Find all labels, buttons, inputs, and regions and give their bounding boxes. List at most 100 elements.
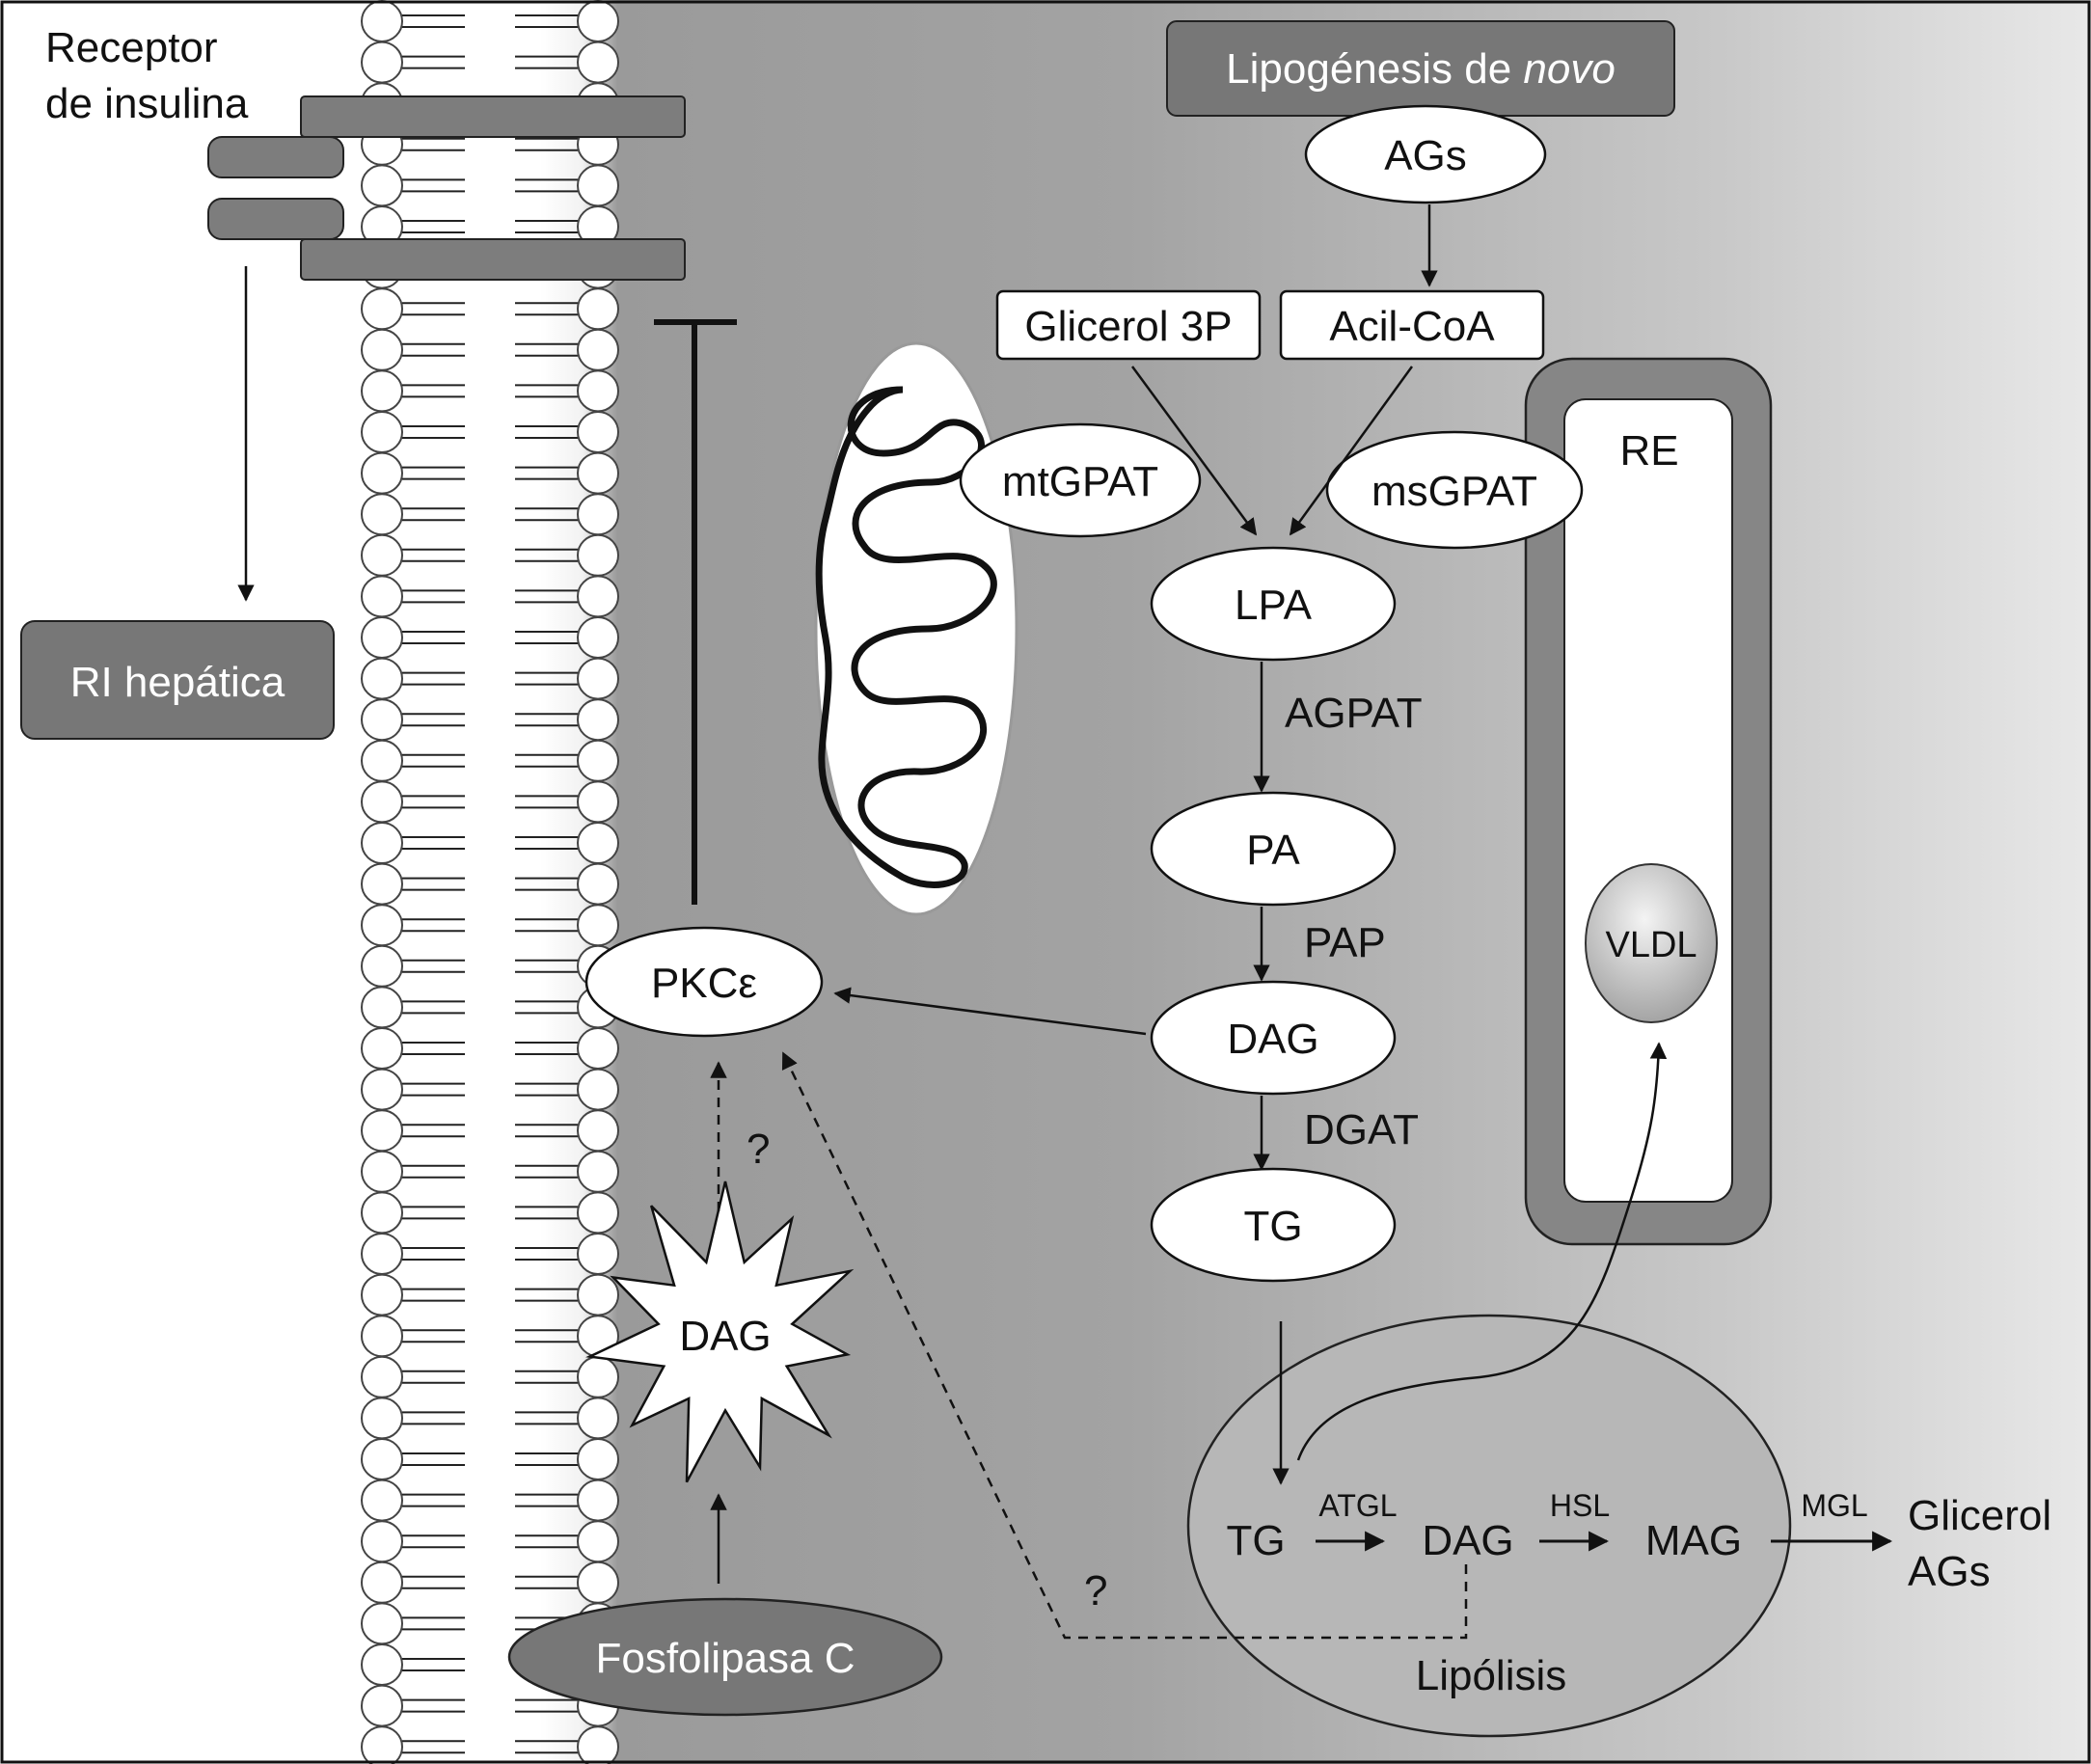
lipid-head	[361, 1520, 403, 1563]
lipid-head	[577, 1273, 619, 1316]
lipid-head	[361, 944, 403, 988]
lipolysis-label: Lipólisis	[1416, 1652, 1567, 1699]
pa-label: PA	[1246, 827, 1300, 874]
lipid-head	[361, 1273, 403, 1316]
lipid-head	[577, 1109, 619, 1153]
lipid-head	[577, 369, 619, 413]
pa-node	[1150, 791, 1397, 907]
question-mark-1: ?	[747, 1126, 770, 1173]
pap-label: PAP	[1304, 919, 1386, 966]
lipid-head	[577, 739, 619, 782]
lipid-head	[361, 822, 403, 864]
vldl-label: VLDL	[1605, 925, 1697, 965]
insulin-receptor	[207, 95, 686, 281]
lipid-head	[361, 1355, 403, 1398]
lipid-head	[361, 1191, 403, 1235]
lipid-head	[577, 1725, 619, 1764]
lipid-head	[361, 739, 403, 782]
lipid-head	[361, 1643, 403, 1686]
tg-main-label: TG	[1243, 1203, 1302, 1250]
lipid-head	[577, 411, 619, 453]
lipid-head	[361, 1560, 403, 1604]
re-label: RE	[1619, 427, 1678, 475]
lipid-head	[577, 575, 619, 618]
lipid-head	[361, 1315, 403, 1358]
lipid-head	[577, 533, 619, 577]
lipid-head	[577, 862, 619, 906]
dag-star-burst	[585, 1181, 855, 1483]
lipid-head	[577, 41, 619, 84]
lipolysis-dag-label: DAG	[1422, 1517, 1513, 1564]
lipid-head	[361, 451, 403, 495]
vldl-node	[1585, 863, 1718, 1023]
lipid-head	[361, 616, 403, 659]
lipid-head	[577, 1479, 619, 1522]
lipid-head	[361, 1684, 403, 1727]
ri-hepatica-label: RI hepática	[70, 659, 285, 706]
acilcoa-box	[1279, 289, 1545, 361]
glicerol-out-label: Glicerol	[1908, 1492, 2051, 1539]
lipolysis-dag-to-pkce-dashed-arrow	[781, 1051, 1468, 1640]
lipid-head	[361, 41, 403, 84]
lipid-head	[361, 0, 403, 42]
mtgpat-label: mtGPAT	[1002, 458, 1158, 505]
lipid-head	[361, 1068, 403, 1111]
receptor-label-line1: Receptor	[45, 24, 218, 71]
lipogenesis-prefix: Lipogénesis de	[1226, 45, 1523, 93]
mitochondrion	[814, 341, 1018, 916]
lipid-head	[577, 1068, 619, 1111]
lipid-head	[577, 1191, 619, 1235]
lipid-head	[577, 164, 619, 207]
lipid-head	[361, 1602, 403, 1645]
glicerol3p-label: Glicerol 3P	[1024, 303, 1232, 350]
lipid-head	[577, 0, 619, 42]
atgl-label: ATGL	[1318, 1488, 1397, 1523]
dag-main-node	[1150, 980, 1397, 1096]
lipid-head	[361, 287, 403, 331]
lipid-head	[361, 780, 403, 824]
ri-hepatica-box	[20, 620, 335, 740]
lipid-head	[361, 1397, 403, 1440]
msgpat-label: msGPAT	[1371, 468, 1537, 515]
lipid-head	[577, 780, 619, 824]
lipid-head	[577, 1397, 619, 1440]
lipolysis-mag-label: MAG	[1645, 1517, 1742, 1564]
lipolysis-to-vldl-arrow	[1296, 1042, 1668, 1461]
lipid-head	[577, 328, 619, 371]
lipid-head	[577, 657, 619, 700]
lipid-head	[577, 1560, 619, 1604]
ags-top-node	[1304, 104, 1547, 204]
dgat-label: DGAT	[1304, 1106, 1419, 1153]
lipid-head	[361, 1150, 403, 1193]
lipid-head	[577, 1438, 619, 1480]
lipid-head	[361, 411, 403, 453]
lipid-head	[361, 1438, 403, 1480]
question-mark-2: ?	[1084, 1567, 1107, 1615]
fosfolipasa-node	[507, 1597, 943, 1717]
lipolysis-tg-label: TG	[1226, 1517, 1285, 1564]
agpat-label: AGPAT	[1285, 690, 1423, 737]
lpa-label: LPA	[1235, 582, 1313, 629]
lipid-head	[361, 1233, 403, 1275]
dag-to-pkce-arrow	[833, 987, 1147, 1036]
lipid-head	[577, 1150, 619, 1193]
lipid-head	[361, 986, 403, 1029]
mitochondrion-cristae	[815, 386, 997, 888]
lipogenesis-label: Lipogénesis de novo	[1226, 45, 1616, 93]
lipid-head	[577, 1520, 619, 1563]
pkce-node	[584, 926, 824, 1038]
glicerol3p-to-lpa-arrow	[1130, 366, 1258, 536]
lipid-head	[577, 904, 619, 947]
lipid-head	[361, 493, 403, 536]
lipid-head	[361, 657, 403, 700]
lipid-head	[361, 1027, 403, 1070]
lipid-head	[361, 698, 403, 742]
receptor-label-line2: de insulina	[45, 80, 249, 127]
lipid-head	[361, 1479, 403, 1522]
lipid-head	[361, 533, 403, 577]
lipid-head	[361, 328, 403, 371]
acilcoa-label: Acil-CoA	[1329, 303, 1495, 350]
lipid-head	[577, 1355, 619, 1398]
